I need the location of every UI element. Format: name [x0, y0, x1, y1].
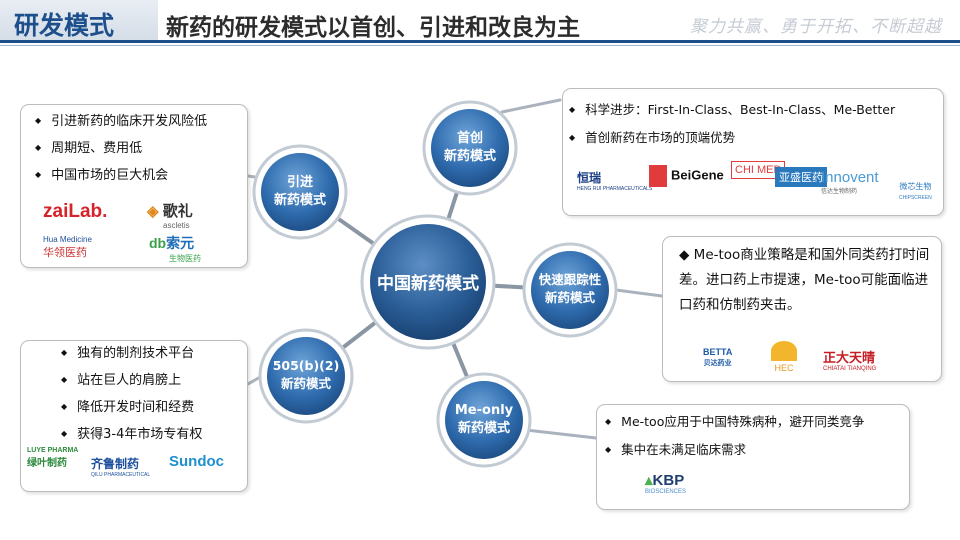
first-bullets: 科学进步：First-In-Class、Best-In-Class、Me-Bet… — [569, 97, 895, 153]
slogan: 聚力共赢、勇于开拓、不断超越 — [690, 17, 942, 37]
meonly-bullets: Me-too应用于中国特殊病种，避开同类竞争 集中在未满足临床需求 — [605, 409, 864, 465]
intro-bullet: 周期短、费用低 — [35, 136, 207, 163]
header-divider-thin — [0, 45, 960, 46]
node-505-line1: 505(b)(2) — [273, 358, 340, 373]
logo-ascletis: ◈ 歌礼 ascletis — [147, 203, 193, 230]
b505-bullet: 降低开发时间和经费 — [61, 395, 202, 422]
logo-hec: HEC — [771, 341, 797, 373]
logo-cttq: 正大天晴 CHIATAI TIANQING — [823, 350, 877, 372]
logo-sundoc: Sundoc — [169, 453, 224, 470]
box-intro: 引进新药的临床开发风险低 周期短、费用低 中国市场的巨大机会 zaiLab. ◈… — [20, 104, 248, 268]
box-meonly: Me-too应用于中国特殊病种，避开同类竞争 集中在未满足临床需求 ▴KBP B… — [596, 404, 910, 510]
center-label: 中国新药模式 — [377, 273, 479, 294]
b505-bullet: 独有的制剂技术平台 — [61, 341, 202, 368]
logo-innovent: Innovent 信达生物制药 — [821, 169, 879, 195]
node-505 — [267, 337, 345, 415]
meonly-bullet: Me-too应用于中国特殊病种，避开同类竞争 — [605, 409, 864, 437]
header-divider — [0, 40, 960, 43]
node-meonly — [445, 381, 523, 459]
header-bar: 研发模式 新药的研发模式以首创、引进和改良为主 聚力共赢、勇于开拓、不断超越 — [0, 0, 960, 48]
logo-kbp: ▴KBP BIOSCIENCES — [645, 472, 687, 495]
node-intro-line2: 新药模式 — [274, 192, 326, 208]
link-fast-box — [614, 288, 664, 298]
center-node — [370, 224, 486, 340]
b505-bullet: 站在巨人的肩膀上 — [61, 368, 202, 395]
box-505: 独有的制剂技术平台 站在巨人的肩膀上 降低开发时间和经费 获得3-4年市场专有权… — [20, 340, 248, 492]
first-bullet: 首创新药在市场的顶端优势 — [569, 125, 895, 153]
node-first-line1: 首创 — [457, 130, 483, 146]
b505-bullets: 独有的制剂技术平台 站在巨人的肩膀上 降低开发时间和经费 获得3-4年市场专有权 — [61, 341, 202, 449]
box-fast: ◆ Me-too商业策略是和国外同类药打时间差。进口药上市提速，Me-too可能… — [662, 236, 942, 382]
logo-beigene: BeiGene — [649, 165, 724, 187]
first-bullet: 科学进步：First-In-Class、Best-In-Class、Me-Bet… — [569, 97, 895, 125]
node-first — [431, 109, 509, 187]
intro-bullet: 引进新药的临床开发风险低 — [35, 109, 207, 136]
page-title: 新药的研发模式以首创、引进和改良为主 — [166, 15, 580, 41]
logo-suoyuan: db索元 生物医药 — [149, 235, 201, 263]
node-meonly-line2: 新药模式 — [458, 420, 510, 436]
box-first: 科学进步：First-In-Class、Best-In-Class、Me-Bet… — [562, 88, 944, 216]
logo-hengrui: 恒瑞 HENG RUI PHARMACEUTICALS — [577, 171, 653, 192]
link-meonly-box — [524, 428, 598, 440]
link-first-box — [500, 98, 562, 114]
intro-bullet: 中国市场的巨大机会 — [35, 163, 207, 190]
logo-hua-medicine: Hua Medicine 华领医药 — [43, 235, 92, 259]
node-intro — [261, 153, 339, 231]
b505-bullet: 获得3-4年市场专有权 — [61, 422, 202, 449]
node-505-line2: 新药模式 — [281, 376, 332, 391]
logo-zailab: zaiLab. — [43, 201, 108, 222]
page-section-title: 研发模式 — [14, 11, 115, 40]
logo-qilu: 齐鲁制药 QILU PHARMACEUTICAL — [91, 457, 151, 478]
node-fast-line2: 新药模式 — [545, 290, 596, 305]
node-fast-line1: 快速跟踪性 — [539, 272, 602, 287]
node-meonly-line1: Me-only — [455, 403, 514, 418]
node-intro-line1: 引进 — [287, 175, 313, 190]
logo-ascentage: 亚盛医药 — [775, 167, 827, 187]
node-first-line2: 新药模式 — [444, 148, 496, 164]
meonly-bullet: 集中在未满足临床需求 — [605, 437, 864, 465]
intro-bullets: 引进新药的临床开发风险低 周期短、费用低 中国市场的巨大机会 — [35, 109, 207, 190]
node-fast — [531, 251, 609, 329]
header-tab — [0, 0, 158, 40]
fast-text: ◆ Me-too商业策略是和国外同类药打时间差。进口药上市提速，Me-too可能… — [679, 247, 930, 313]
